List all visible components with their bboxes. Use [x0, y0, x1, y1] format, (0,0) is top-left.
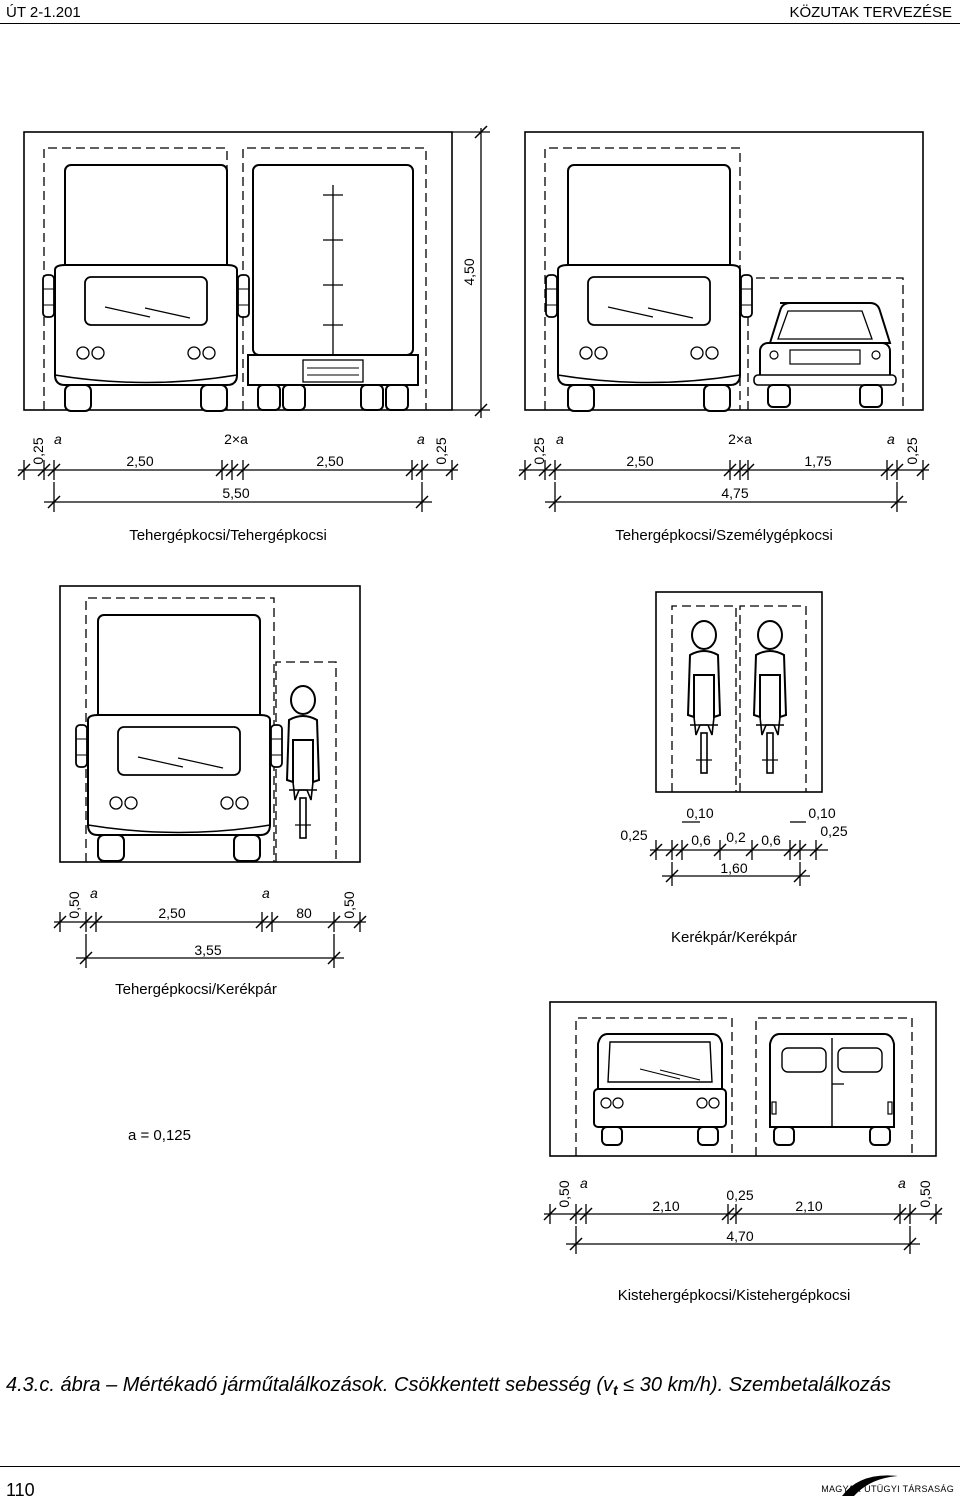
- panel-title: Kerékpár/Kerékpár: [671, 929, 797, 946]
- car-front-icon: [753, 302, 897, 408]
- clearance-diagram: 4,50 0,25 a 2,50 2×a 2,50 a 0,25 5,50 Te…: [17, 125, 943, 1304]
- dim-label: 2×a: [728, 431, 752, 447]
- caption-subscript: t: [613, 1382, 618, 1398]
- dim-label: 0,6: [691, 832, 711, 848]
- page-number: 110: [6, 1480, 35, 1500]
- dim-label: a: [90, 885, 98, 901]
- height-label: 4,50: [461, 258, 477, 285]
- dim-label: 0,50: [341, 891, 357, 918]
- dim-label: 0,10: [686, 805, 713, 821]
- caption-number: 4.3.c. ábra: [6, 1374, 101, 1396]
- total-width: 5,50: [222, 485, 249, 501]
- dim-label: a: [556, 431, 564, 447]
- dim-label: 2,50: [158, 905, 185, 921]
- van-front-icon: [593, 1033, 727, 1146]
- truck-front-icon: [42, 164, 250, 412]
- van-rear-icon: [769, 1033, 895, 1146]
- dim-label: 0,50: [917, 1180, 933, 1207]
- dim-label: 0,25: [620, 827, 647, 843]
- total-width: 4,75: [721, 485, 748, 501]
- dim-label: 0,25: [726, 1187, 753, 1203]
- panel-title: Tehergépkocsi/Tehergépkocsi: [129, 527, 327, 544]
- clearance-envelope: [59, 585, 361, 863]
- cyclist-icon: [753, 620, 787, 774]
- caption-tail: 30 km/h). Szembetalálkozás: [639, 1374, 892, 1396]
- vehicle-envelope-right: [739, 605, 807, 792]
- dim-label: 1,75: [804, 453, 831, 469]
- dim-label: 0,25: [820, 823, 847, 839]
- dim-label: 0,25: [904, 437, 920, 464]
- dim-label: 0,6: [761, 832, 781, 848]
- dim-label: 2,50: [316, 453, 343, 469]
- panel-van-van: 0,50 a 2,10 0,25 2,10 a 0,50 4,70 Kisteh…: [543, 1001, 943, 1304]
- dim-label: a: [262, 885, 270, 901]
- panel-title: Tehergépkocsi/Kerékpár: [115, 981, 277, 998]
- vehicle-envelope-left: [575, 1017, 733, 1156]
- dim-label: a: [887, 431, 895, 447]
- total-width: 4,70: [726, 1228, 753, 1244]
- dim-label: a: [898, 1175, 906, 1191]
- dim-label: a: [580, 1175, 588, 1191]
- vehicle-envelope-right: [747, 277, 904, 410]
- panel-truck-bike: 0,50 a 2,50 a 80 0,50 3,55 Tehergépkocsi…: [53, 585, 367, 998]
- footer-rule: [0, 1466, 960, 1467]
- vehicle-envelope-right: [755, 1017, 913, 1156]
- dim-label: 0,2: [726, 829, 746, 845]
- vehicle-envelope-left: [671, 605, 737, 792]
- caption-text: Mértékadó járműtalálkozások. Csökkentett…: [122, 1374, 613, 1396]
- dim-label: 2×a: [224, 431, 248, 447]
- total-width: 3,55: [194, 942, 221, 958]
- dim-label: 0,50: [556, 1180, 572, 1207]
- dim-label: a: [54, 431, 62, 447]
- dim-label: 0,10: [808, 805, 835, 821]
- note-a: a = 0,125: [128, 1127, 191, 1144]
- le-symbol: ≤: [623, 1374, 635, 1396]
- clearance-envelope: [655, 591, 823, 793]
- header-right: KÖZUTAK TERVEZÉSE: [789, 4, 952, 21]
- cyclist-icon: [687, 620, 721, 774]
- caption-dash: –: [106, 1374, 118, 1396]
- clearance-envelope: [23, 131, 453, 411]
- truck-front-icon: [75, 614, 283, 862]
- header-left: ÚT 2-1.201: [6, 4, 81, 21]
- dim-label: 0,25: [531, 437, 547, 464]
- dim-label: 0,25: [433, 437, 449, 464]
- publisher-name: MAGYAR ÚTÜGYI TÁRSASÁG: [821, 1484, 954, 1494]
- truck-front-icon: [545, 164, 753, 412]
- dim-label: 0,50: [66, 891, 82, 918]
- header-rule: [0, 23, 960, 24]
- dim-label: 0,25: [30, 437, 46, 464]
- clearance-envelope: [549, 1001, 937, 1157]
- panel-truck-car: 0,25 a 2,50 2×a 1,75 a 0,25 4,75 Tehergé…: [518, 131, 930, 544]
- panel-title: Kistehergépkocsi/Kistehergépkocsi: [618, 1287, 851, 1304]
- cyclist-icon: [286, 685, 320, 839]
- dim-label: 80: [296, 905, 312, 921]
- dim-label: 2,50: [626, 453, 653, 469]
- total-width: 1,60: [720, 860, 747, 876]
- dim-label: 2,10: [652, 1198, 679, 1214]
- panel-title: Tehergépkocsi/Személygépkocsi: [615, 527, 833, 544]
- dim-label: a: [417, 431, 425, 447]
- figure-caption: 4.3.c. ábra – Mértékadó járműtalálkozáso…: [6, 1374, 891, 1398]
- truck-rear-icon: [247, 164, 419, 411]
- dim-label: 2,10: [795, 1198, 822, 1214]
- panel-truck-truck: 4,50 0,25 a 2,50 2×a 2,50 a 0,25 5,50 Te…: [17, 125, 490, 544]
- panel-bike-bike: 0,25 0,10 0,6 0,2 0,6 0,10 0,25 1,60 Ker…: [620, 591, 848, 946]
- dim-label: 2,50: [126, 453, 153, 469]
- publisher-logo-icon: [842, 1475, 898, 1496]
